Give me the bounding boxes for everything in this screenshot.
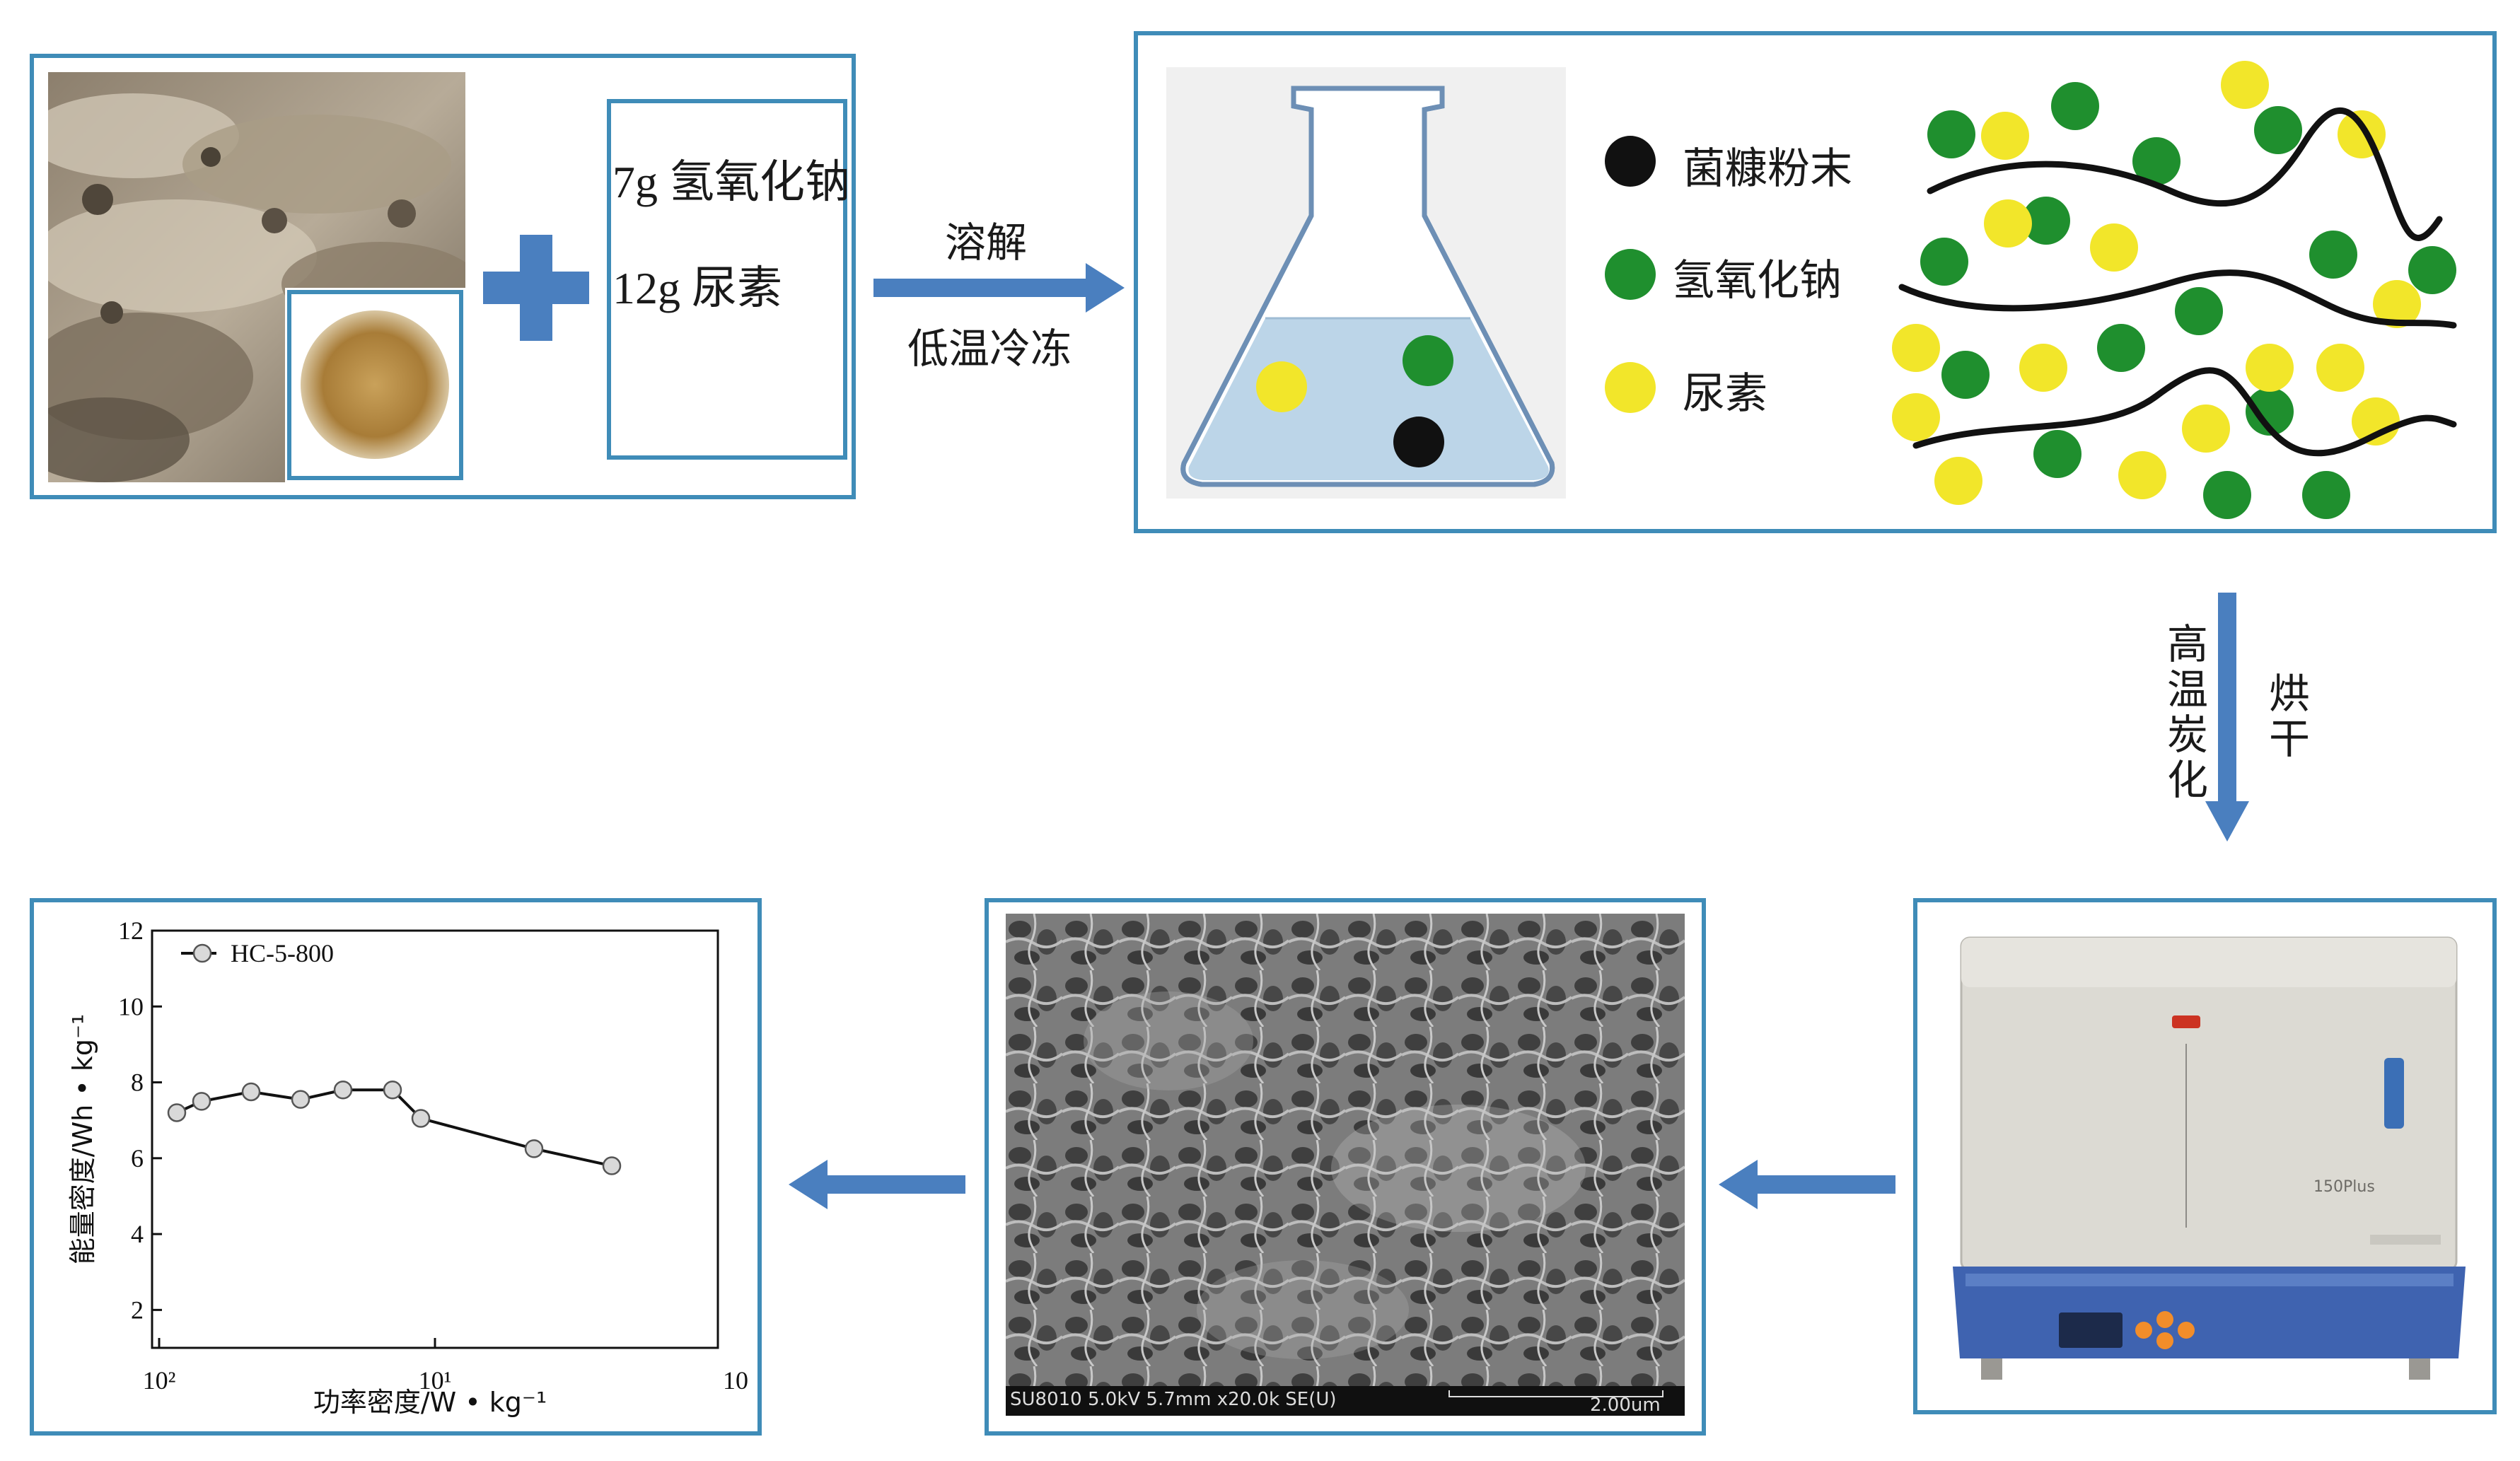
raw-materials-panel: 7g 氢氧化钠 12g 尿素	[30, 54, 856, 499]
solution-panel: 菌糠粉末 氢氧化钠 尿素	[1134, 31, 2497, 533]
muffle-furnace-photo	[1932, 916, 2480, 1404]
legend-label: 菌糠粉末	[1683, 144, 1852, 194]
sem-panel: SU8010 5.0kV 5.7mm x20.0k SE(U) 2.00um	[985, 898, 1706, 1436]
x-tick-label: 10¹	[419, 1366, 452, 1395]
freeze-label: 低温冷冻	[907, 325, 1072, 373]
y-tick-label: 8	[131, 1069, 144, 1097]
legend-item-naoh: 氢氧化钠	[1605, 240, 1888, 305]
legend-item-powder: 菌糠粉末	[1605, 127, 1888, 194]
yellow-dot-icon	[1605, 362, 1656, 413]
data-point	[241, 1082, 261, 1102]
carbonization-label: 高温炭化	[2160, 622, 2208, 803]
reagent-box: 7g 氢氧化钠 12g 尿素	[607, 99, 850, 460]
x-axis-label: 功率密度/W • kg⁻¹	[313, 1387, 547, 1418]
sem-caption: SU8010 5.0kV 5.7mm x20.0k SE(U)	[1010, 1389, 1337, 1410]
y-axis-label: 能量密度/Wh • kg⁻¹	[67, 1014, 98, 1264]
drying-label: 烘干	[2262, 672, 2310, 762]
data-point	[167, 1103, 187, 1122]
ragone-chart-panel: 2 4 6 8 10 12 10² 10¹ 10 HC-5-800 功率密度/W • kg⁻¹…	[30, 898, 762, 1436]
spent-mushroom-substrate-photo	[48, 72, 465, 482]
reagent-naoh: 7g 氢氧化钠	[612, 157, 850, 207]
furnace-model-label: 150Plus	[2313, 1178, 2375, 1196]
data-point	[602, 1156, 622, 1175]
x-tick-label: 10	[723, 1366, 748, 1395]
data-point	[333, 1081, 353, 1100]
data-point	[192, 1092, 211, 1111]
left-arrow-icon	[789, 1160, 965, 1209]
left-arrow-icon	[1719, 1160, 1895, 1209]
legend-item-urea: 尿素	[1605, 354, 1888, 419]
y-tick-label: 10	[118, 992, 144, 1020]
y-tick-label: 2	[131, 1296, 144, 1324]
right-arrow-icon	[873, 263, 1125, 313]
legend-entry: HC-5-800	[181, 939, 334, 967]
data-point	[524, 1139, 544, 1158]
x-tick-label: 10²	[143, 1366, 176, 1395]
furnace-panel: 150Plus	[1913, 898, 2497, 1414]
legend-label: 尿素	[1683, 369, 1767, 419]
dissolve-label: 溶解	[945, 219, 1028, 267]
plot-frame	[151, 929, 719, 1349]
sem-micrograph	[1006, 914, 1685, 1416]
legend-label: 氢氧化钠	[1672, 256, 1842, 305]
data-point	[383, 1081, 402, 1100]
reagent-urea: 12g 尿素	[612, 263, 782, 313]
y-tick-label: 6	[131, 1144, 144, 1172]
sem-scale-label: 2.00um	[1590, 1395, 1661, 1416]
black-dot-icon	[1605, 136, 1656, 187]
flask-icon	[1166, 67, 1566, 499]
down-arrow-icon	[2205, 593, 2249, 842]
green-dot-icon	[1605, 249, 1656, 300]
y-tick-label: 4	[131, 1220, 144, 1248]
legend-series-label: HC-5-800	[231, 939, 334, 967]
data-point	[291, 1090, 310, 1109]
molecular-mixture-illustration	[1892, 61, 2457, 519]
sem-scale-bar	[1448, 1390, 1663, 1397]
data-point	[411, 1109, 431, 1128]
y-tick-label: 12	[118, 916, 144, 945]
plus-icon	[483, 235, 589, 341]
legend: 菌糠粉末 氢氧化钠 尿素	[1605, 127, 1888, 453]
ragone-chart: 2 4 6 8 10 12 10² 10¹ 10 HC-5-800 功率密度/W • kg⁻¹…	[67, 916, 748, 1418]
